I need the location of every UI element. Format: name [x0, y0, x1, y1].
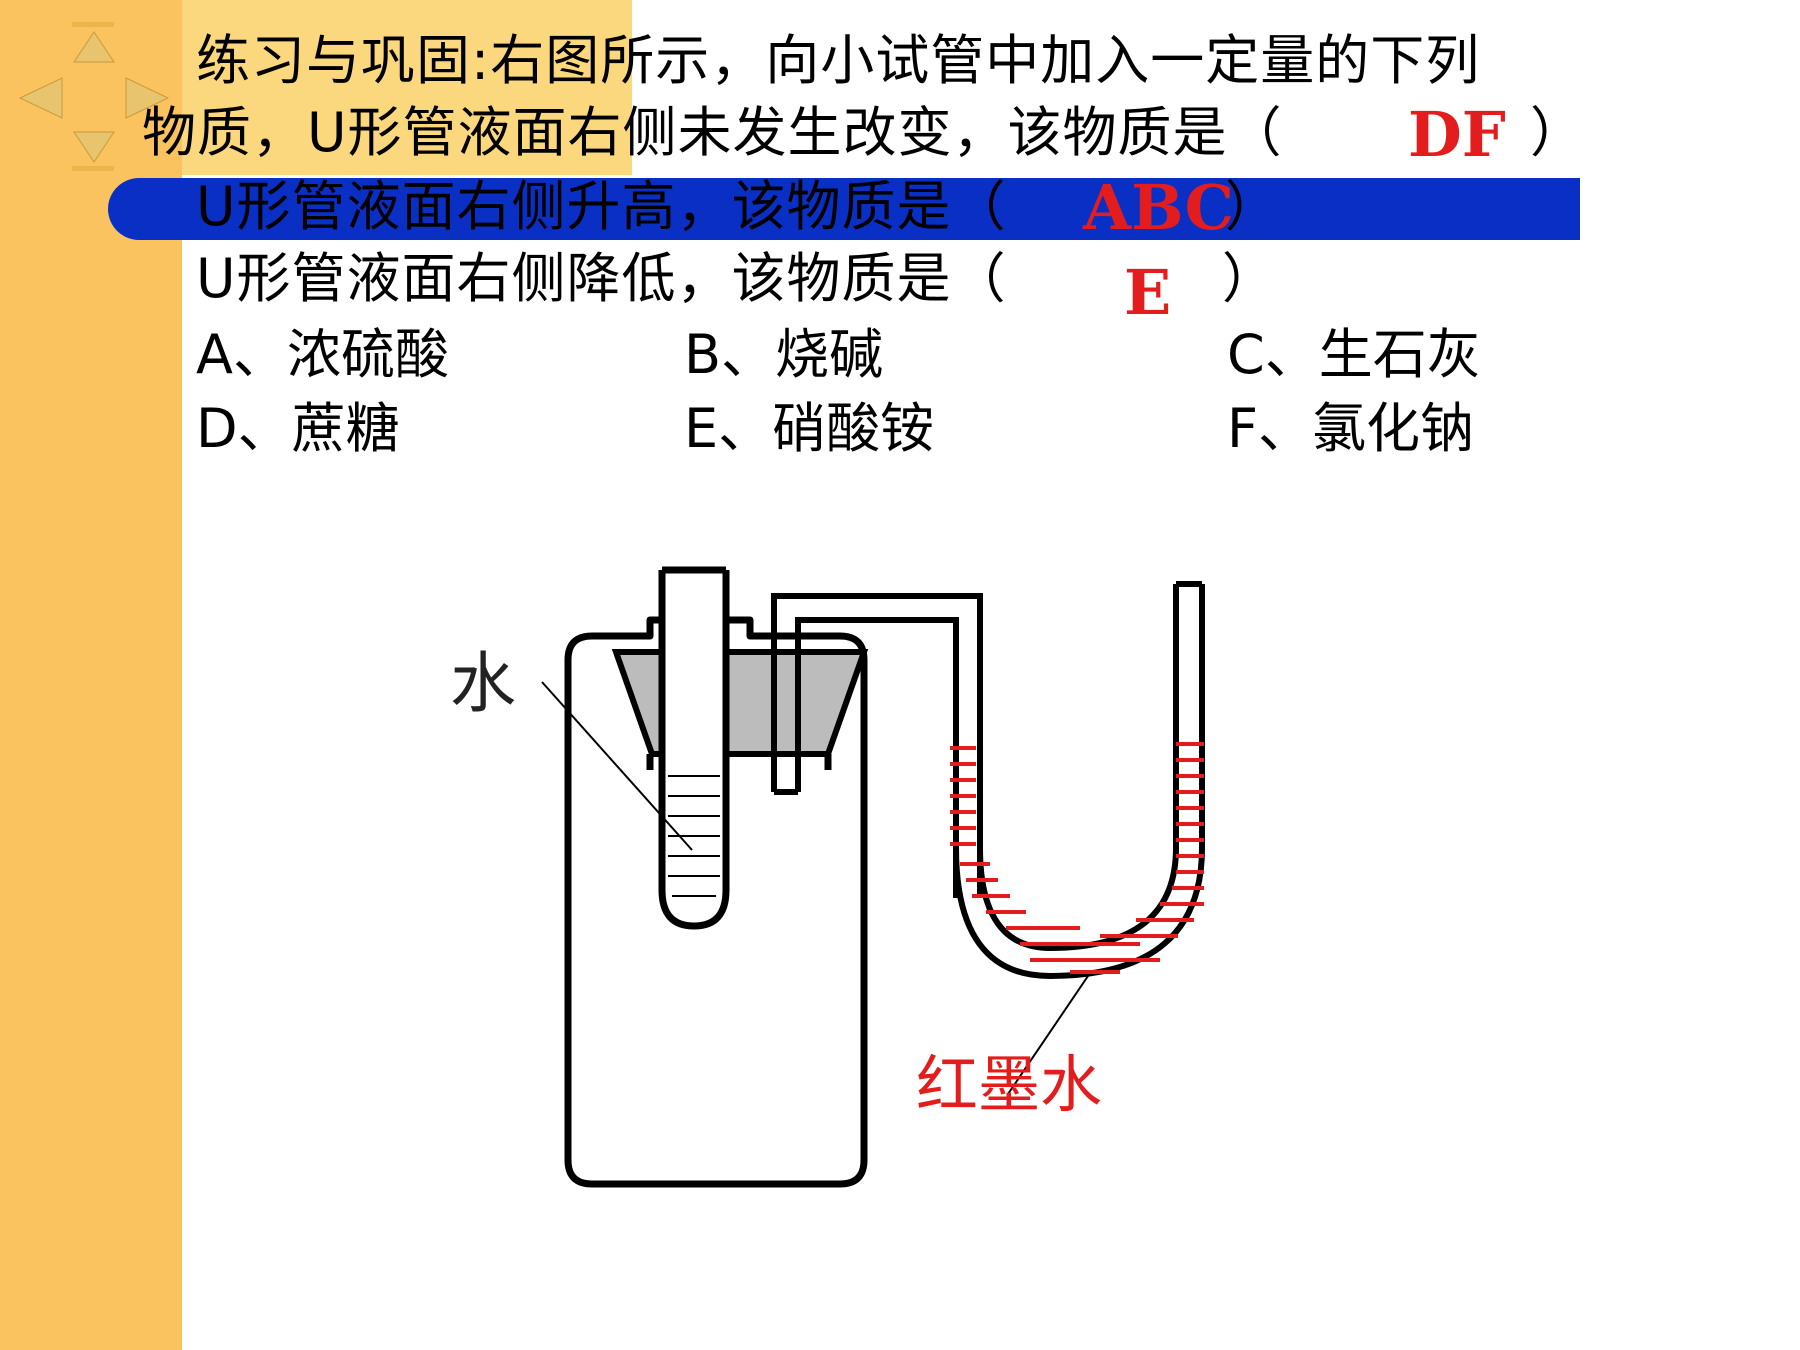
- question-line-4: U形管液面右侧降低，该物质是（: [196, 247, 1007, 310]
- option-f: F、氯化钠: [1227, 397, 1475, 460]
- option-b: B、烧碱: [684, 323, 884, 386]
- answer-unchanged: DF: [1408, 98, 1506, 171]
- red-ink-label: 红墨水: [916, 1048, 1102, 1121]
- water-leader-line: [541, 681, 693, 851]
- option-a: A、浓硫酸: [196, 323, 449, 386]
- red-ink-lines: [950, 742, 1204, 974]
- top-decoration: [182, 0, 632, 175]
- option-e: E、硝酸铵: [684, 397, 935, 460]
- question-line-1: 练习与巩固:右图所示，向小试管中加入一定量的下列: [196, 29, 1481, 92]
- answer-fall: E: [1124, 256, 1172, 329]
- triangle-right-icon[interactable]: [124, 76, 170, 120]
- connecting-tube: [771, 593, 983, 898]
- triangle-left-icon[interactable]: [18, 76, 64, 120]
- triangle-up-icon[interactable]: [72, 30, 116, 64]
- u-tube-inner: [977, 584, 1179, 952]
- nav-divider-bottom: [72, 166, 114, 171]
- stopper: [611, 649, 869, 757]
- option-d: D、蔗糖: [196, 397, 400, 460]
- red-ink-leader-line: [1007, 975, 1089, 1095]
- nav-divider-top: [72, 22, 114, 27]
- water-label: 水: [450, 645, 516, 722]
- highlight-band: [108, 178, 1580, 240]
- question-line-3: U形管液面右侧升高，该物质是（: [196, 175, 1007, 238]
- question-line-4-close: ）: [1222, 247, 1277, 310]
- apparatus-diagram: 水 红墨水: [450, 566, 1205, 1188]
- question-line-3-close: ）: [1225, 175, 1280, 238]
- test-tube: [658, 570, 730, 930]
- triangle-down-icon[interactable]: [72, 130, 116, 164]
- answer-rise: ABC: [1083, 171, 1235, 244]
- question-line-2: 物质，U形管液面右侧未发生改变，该物质是（: [142, 101, 1283, 164]
- option-c: C、生石灰: [1227, 323, 1481, 386]
- question-line-2-close: ）: [1530, 101, 1585, 164]
- water-lines: [668, 775, 720, 897]
